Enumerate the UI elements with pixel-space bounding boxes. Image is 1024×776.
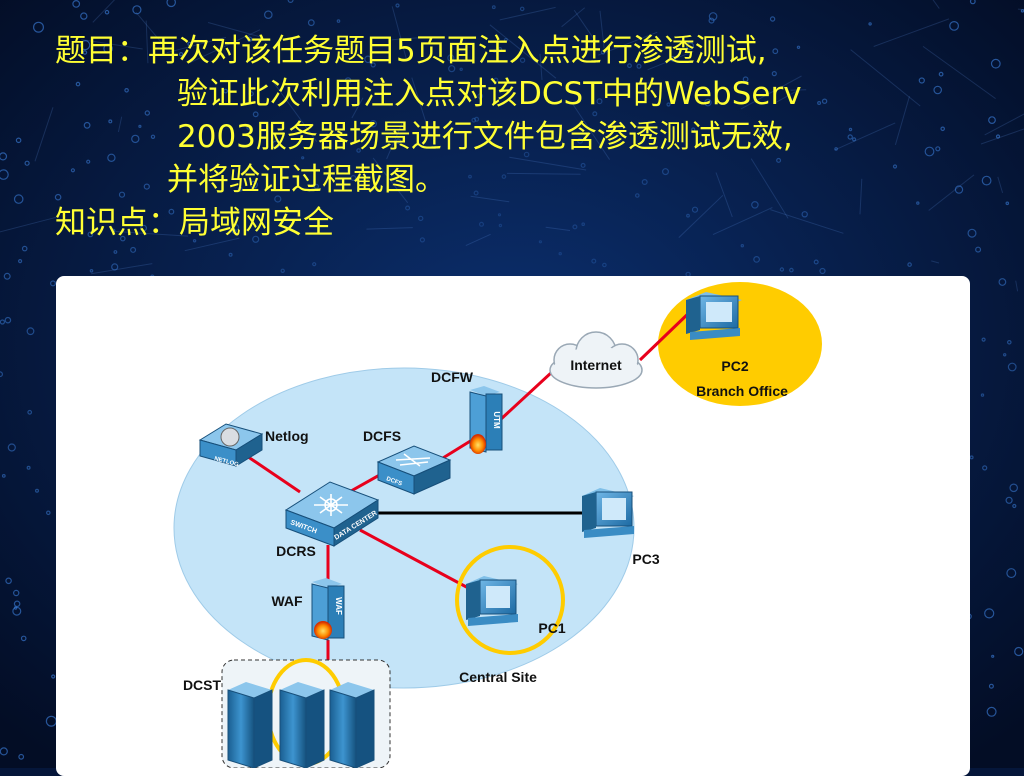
link-dcrs-pc1 xyxy=(359,528,473,592)
title-line-2: 验证此次利用注入点对该DCST中的WebServ xyxy=(177,76,802,112)
link-internet-pc2 xyxy=(638,308,694,362)
internet-label: Internet xyxy=(570,357,622,373)
title-line-1: 题目：再次对该任务题目5页面注入点进行渗透测试, xyxy=(55,33,767,69)
pc1-label: PC1 xyxy=(538,620,565,636)
waf-marking: WAF xyxy=(334,597,343,615)
dcfs-label: DCFS xyxy=(363,428,401,444)
branch-office-label: Branch Office xyxy=(696,383,788,399)
pc3-computer-icon xyxy=(582,488,634,538)
task-title: 题目：再次对该任务题目5页面注入点进行渗透测试, 验证此次利用注入点对该DCST… xyxy=(55,30,1005,245)
pc3-label: PC3 xyxy=(632,551,659,567)
dcst-server-3-icon xyxy=(329,682,375,768)
dcst-server-1-icon xyxy=(227,682,273,768)
internet-cloud-icon xyxy=(549,331,643,389)
dcfw-fire-icon xyxy=(470,434,486,454)
central-site-label: Central Site xyxy=(459,669,537,685)
title-line-3: 2003服务器场景进行文件包含渗透测试无效, xyxy=(177,119,793,155)
title-line-4: 并将验证过程截图。 xyxy=(167,162,446,198)
netlog-label: Netlog xyxy=(265,428,309,444)
dcfw-label: DCFW xyxy=(431,369,474,385)
waf-label: WAF xyxy=(271,593,303,609)
dcst-server-2-icon xyxy=(279,682,325,768)
pc2-label: PC2 xyxy=(721,358,748,374)
link-dcfw-internet xyxy=(498,370,554,422)
waf-fire-icon xyxy=(314,621,332,639)
pc1-highlight-ring xyxy=(455,545,565,655)
pc2-computer-icon xyxy=(686,292,742,340)
utm-marking: UTM xyxy=(492,411,501,429)
pc1-computer-icon xyxy=(466,576,518,626)
knowledge-point: 知识点：局域网安全 xyxy=(55,205,334,241)
dcfs-marking: DCFS xyxy=(385,476,402,487)
dcfs-appliance-icon: DCFS xyxy=(376,445,452,495)
central-site-zone xyxy=(173,367,635,689)
dcrs-label: DCRS xyxy=(276,543,316,559)
dcst-label: DCST xyxy=(183,677,222,693)
